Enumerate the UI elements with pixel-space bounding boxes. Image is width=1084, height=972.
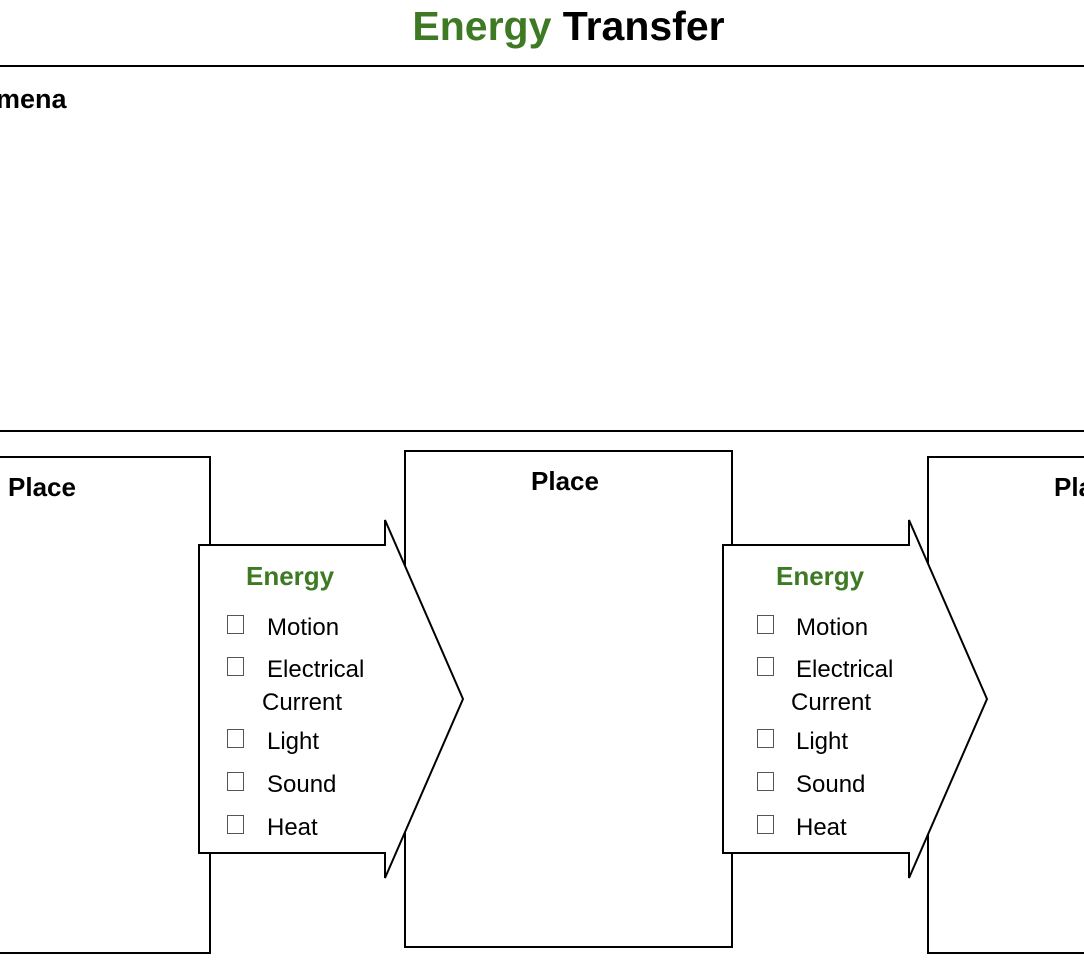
energy-2-motion-checkbox[interactable] [757,615,774,634]
energy-arrow-shape-2 [722,519,989,879]
energy-2-light-checkbox[interactable] [757,729,774,748]
energy-2-electrical-label: Electrical [796,656,894,683]
energy-2-motion-label: Motion [796,614,869,641]
energy-panel-1-title: Energy [246,561,335,591]
energy-panel-2-title: Energy [776,561,865,591]
energy-2-electrical-checkbox[interactable] [757,657,774,676]
energy-2-sound-label: Sound [796,771,866,798]
energy-1-current-label: Current [262,689,343,716]
page-title: Energy Transfer [0,2,1084,50]
title-word-transfer: Transfer [562,3,725,49]
energy-2-heat-checkbox[interactable] [757,815,774,834]
energy-2-current-label: Current [791,689,872,716]
place-label-right: Pla [1054,472,1084,502]
energy-1-electrical-checkbox[interactable] [227,657,244,676]
energy-1-sound-label: Sound [267,771,337,798]
top-divider [0,65,1084,67]
place-label-left: Place [8,472,76,502]
middle-divider [0,430,1084,432]
energy-1-heat-checkbox[interactable] [227,815,244,834]
place-label-center: Place [531,466,599,496]
energy-2-sound-checkbox[interactable] [757,772,774,791]
phenomena-label: mena [0,84,67,114]
energy-1-heat-label: Heat [267,814,318,841]
energy-2-light-label: Light [796,728,849,755]
energy-1-motion-checkbox[interactable] [227,615,244,634]
energy-1-light-label: Light [267,728,320,755]
place-box-center[interactable] [404,450,733,948]
energy-1-electrical-label: Electrical [267,656,365,683]
energy-1-light-checkbox[interactable] [227,729,244,748]
energy-2-heat-label: Heat [796,814,847,841]
energy-1-motion-label: Motion [267,614,340,641]
place-box-left[interactable] [0,456,211,954]
title-word-energy: Energy [412,3,552,49]
energy-1-sound-checkbox[interactable] [227,772,244,791]
energy-arrow-shape-1 [198,519,465,879]
